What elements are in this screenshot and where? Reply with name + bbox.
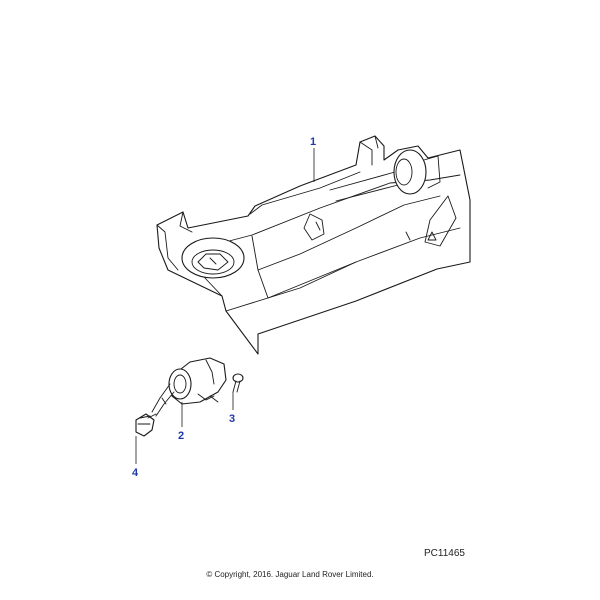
- copyright-notice: © Copyright, 2016. Jaguar Land Rover Lim…: [206, 570, 373, 579]
- part-1-panel-drawing[interactable]: [156, 135, 471, 355]
- part-2-actuator-drawing[interactable]: [151, 357, 227, 417]
- callout-2[interactable]: 2: [178, 430, 184, 442]
- callout-1[interactable]: 1: [310, 136, 316, 148]
- callout-4[interactable]: 4: [132, 467, 139, 479]
- drawing-code: PC11465: [424, 548, 465, 559]
- part-3-screw-drawing[interactable]: [232, 373, 244, 393]
- part-4-bulb-holder-drawing[interactable]: [135, 413, 157, 437]
- callout-3[interactable]: 3: [229, 413, 235, 425]
